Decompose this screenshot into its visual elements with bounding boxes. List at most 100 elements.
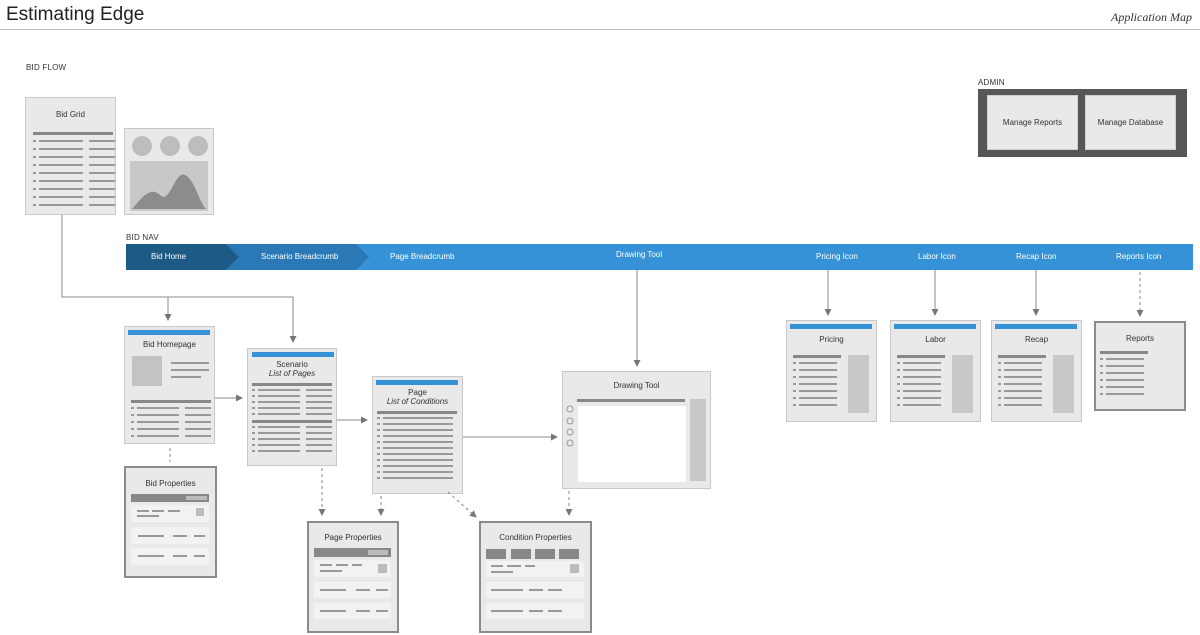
- admin-panel: Manage Reports Manage Database: [978, 89, 1187, 157]
- bid-grid-title: Bid Grid: [56, 110, 85, 119]
- row-line: [383, 423, 453, 425]
- bullet: [377, 429, 380, 431]
- title-bar: [790, 324, 872, 329]
- tab-block: [486, 549, 506, 559]
- bullet: [33, 140, 36, 142]
- bullet: [33, 148, 36, 150]
- avatar-placeholder: [160, 136, 180, 156]
- toolbar-button: [368, 550, 388, 555]
- bullet: [33, 172, 36, 174]
- row-line: [258, 450, 300, 452]
- row-line: [1004, 362, 1042, 364]
- manage-database-tile[interactable]: Manage Database: [1085, 95, 1176, 150]
- app-title: Estimating Edge: [6, 4, 145, 25]
- row-line: [137, 510, 149, 512]
- side-panel: [848, 355, 869, 413]
- map-title: Application Map: [1111, 10, 1192, 24]
- nav-reports-icon[interactable]: Reports Icon: [1116, 252, 1162, 261]
- field-row: [314, 582, 391, 598]
- row-line: [89, 196, 115, 198]
- row-line: [39, 180, 83, 182]
- nav-pricing-icon[interactable]: Pricing Icon: [816, 252, 858, 261]
- row-line: [258, 426, 300, 428]
- field-row: [131, 505, 209, 522]
- row-line: [903, 390, 941, 392]
- row-line: [89, 204, 115, 206]
- mountain-icon: [132, 174, 206, 209]
- wireframe-details: [33, 132, 1148, 619]
- bid-home-segment: [126, 244, 239, 270]
- row-line: [89, 188, 115, 190]
- row-line: [194, 555, 205, 557]
- bullet: [998, 362, 1001, 364]
- row-line: [39, 196, 83, 198]
- side-panel: [952, 355, 973, 413]
- row-line: [39, 164, 83, 166]
- title-bar: [376, 380, 458, 385]
- bullet: [33, 196, 36, 198]
- header-bar: [33, 132, 113, 135]
- nav-page-breadcrumb[interactable]: Page Breadcrumb: [390, 252, 455, 261]
- breadcrumb-chevrons: [126, 244, 369, 270]
- row-line: [89, 172, 115, 174]
- manage-reports-tile[interactable]: Manage Reports: [987, 95, 1078, 150]
- avatar-placeholder: [188, 136, 208, 156]
- row-line: [529, 589, 543, 591]
- nav-scenario-breadcrumb[interactable]: Scenario Breadcrumb: [261, 252, 339, 261]
- row-line: [336, 564, 348, 566]
- nav-recap-icon[interactable]: Recap Icon: [1016, 252, 1057, 261]
- page-title: Page: [408, 388, 427, 397]
- row-line: [383, 453, 453, 455]
- bullet: [998, 404, 1001, 406]
- row-line: [258, 389, 300, 391]
- row-line: [258, 413, 300, 415]
- bullet: [998, 383, 1001, 385]
- bullet: [252, 395, 255, 397]
- checkbox: [196, 508, 204, 516]
- row-line: [356, 610, 370, 612]
- toolbar-button: [186, 496, 207, 500]
- labor-title: Labor: [925, 335, 946, 344]
- row-line: [39, 148, 83, 150]
- bullet: [1100, 379, 1103, 381]
- row-line: [799, 390, 837, 392]
- bullet: [897, 369, 900, 371]
- header-bar: [131, 400, 211, 403]
- bullet: [897, 383, 900, 385]
- field-row: [314, 560, 391, 577]
- bullet: [998, 397, 1001, 399]
- condition-properties-title: Condition Properties: [499, 533, 572, 542]
- row-line: [320, 589, 346, 591]
- row-line: [1004, 369, 1042, 371]
- row-line: [383, 429, 453, 431]
- title-bar: [128, 330, 210, 335]
- nav-drawing-tool[interactable]: Drawing Tool: [616, 250, 663, 259]
- bullet: [131, 435, 134, 437]
- row-line: [491, 610, 523, 612]
- row-line: [173, 555, 187, 557]
- header-bar: [377, 411, 457, 414]
- bullet: [998, 369, 1001, 371]
- bid-homepage-title: Bid Homepage: [143, 340, 196, 349]
- bullet: [998, 390, 1001, 392]
- bullet: [33, 164, 36, 166]
- bullet: [33, 156, 36, 158]
- bullet: [897, 397, 900, 399]
- row-line: [352, 564, 362, 566]
- row-line: [306, 413, 332, 415]
- row-line: [194, 535, 205, 537]
- page-subtitle: List of Conditions: [386, 397, 449, 406]
- row-line: [39, 188, 83, 190]
- bullet: [998, 376, 1001, 378]
- row-line: [1004, 397, 1042, 399]
- row-line: [185, 414, 211, 416]
- row-line: [306, 395, 332, 397]
- row-line: [258, 444, 300, 446]
- field-row: [486, 561, 584, 577]
- nav-labor-icon[interactable]: Labor Icon: [918, 252, 956, 261]
- bullet: [793, 404, 796, 406]
- bullet: [33, 188, 36, 190]
- nav-bid-home[interactable]: Bid Home: [151, 252, 187, 261]
- bullet: [377, 465, 380, 467]
- header-bar: [897, 355, 945, 358]
